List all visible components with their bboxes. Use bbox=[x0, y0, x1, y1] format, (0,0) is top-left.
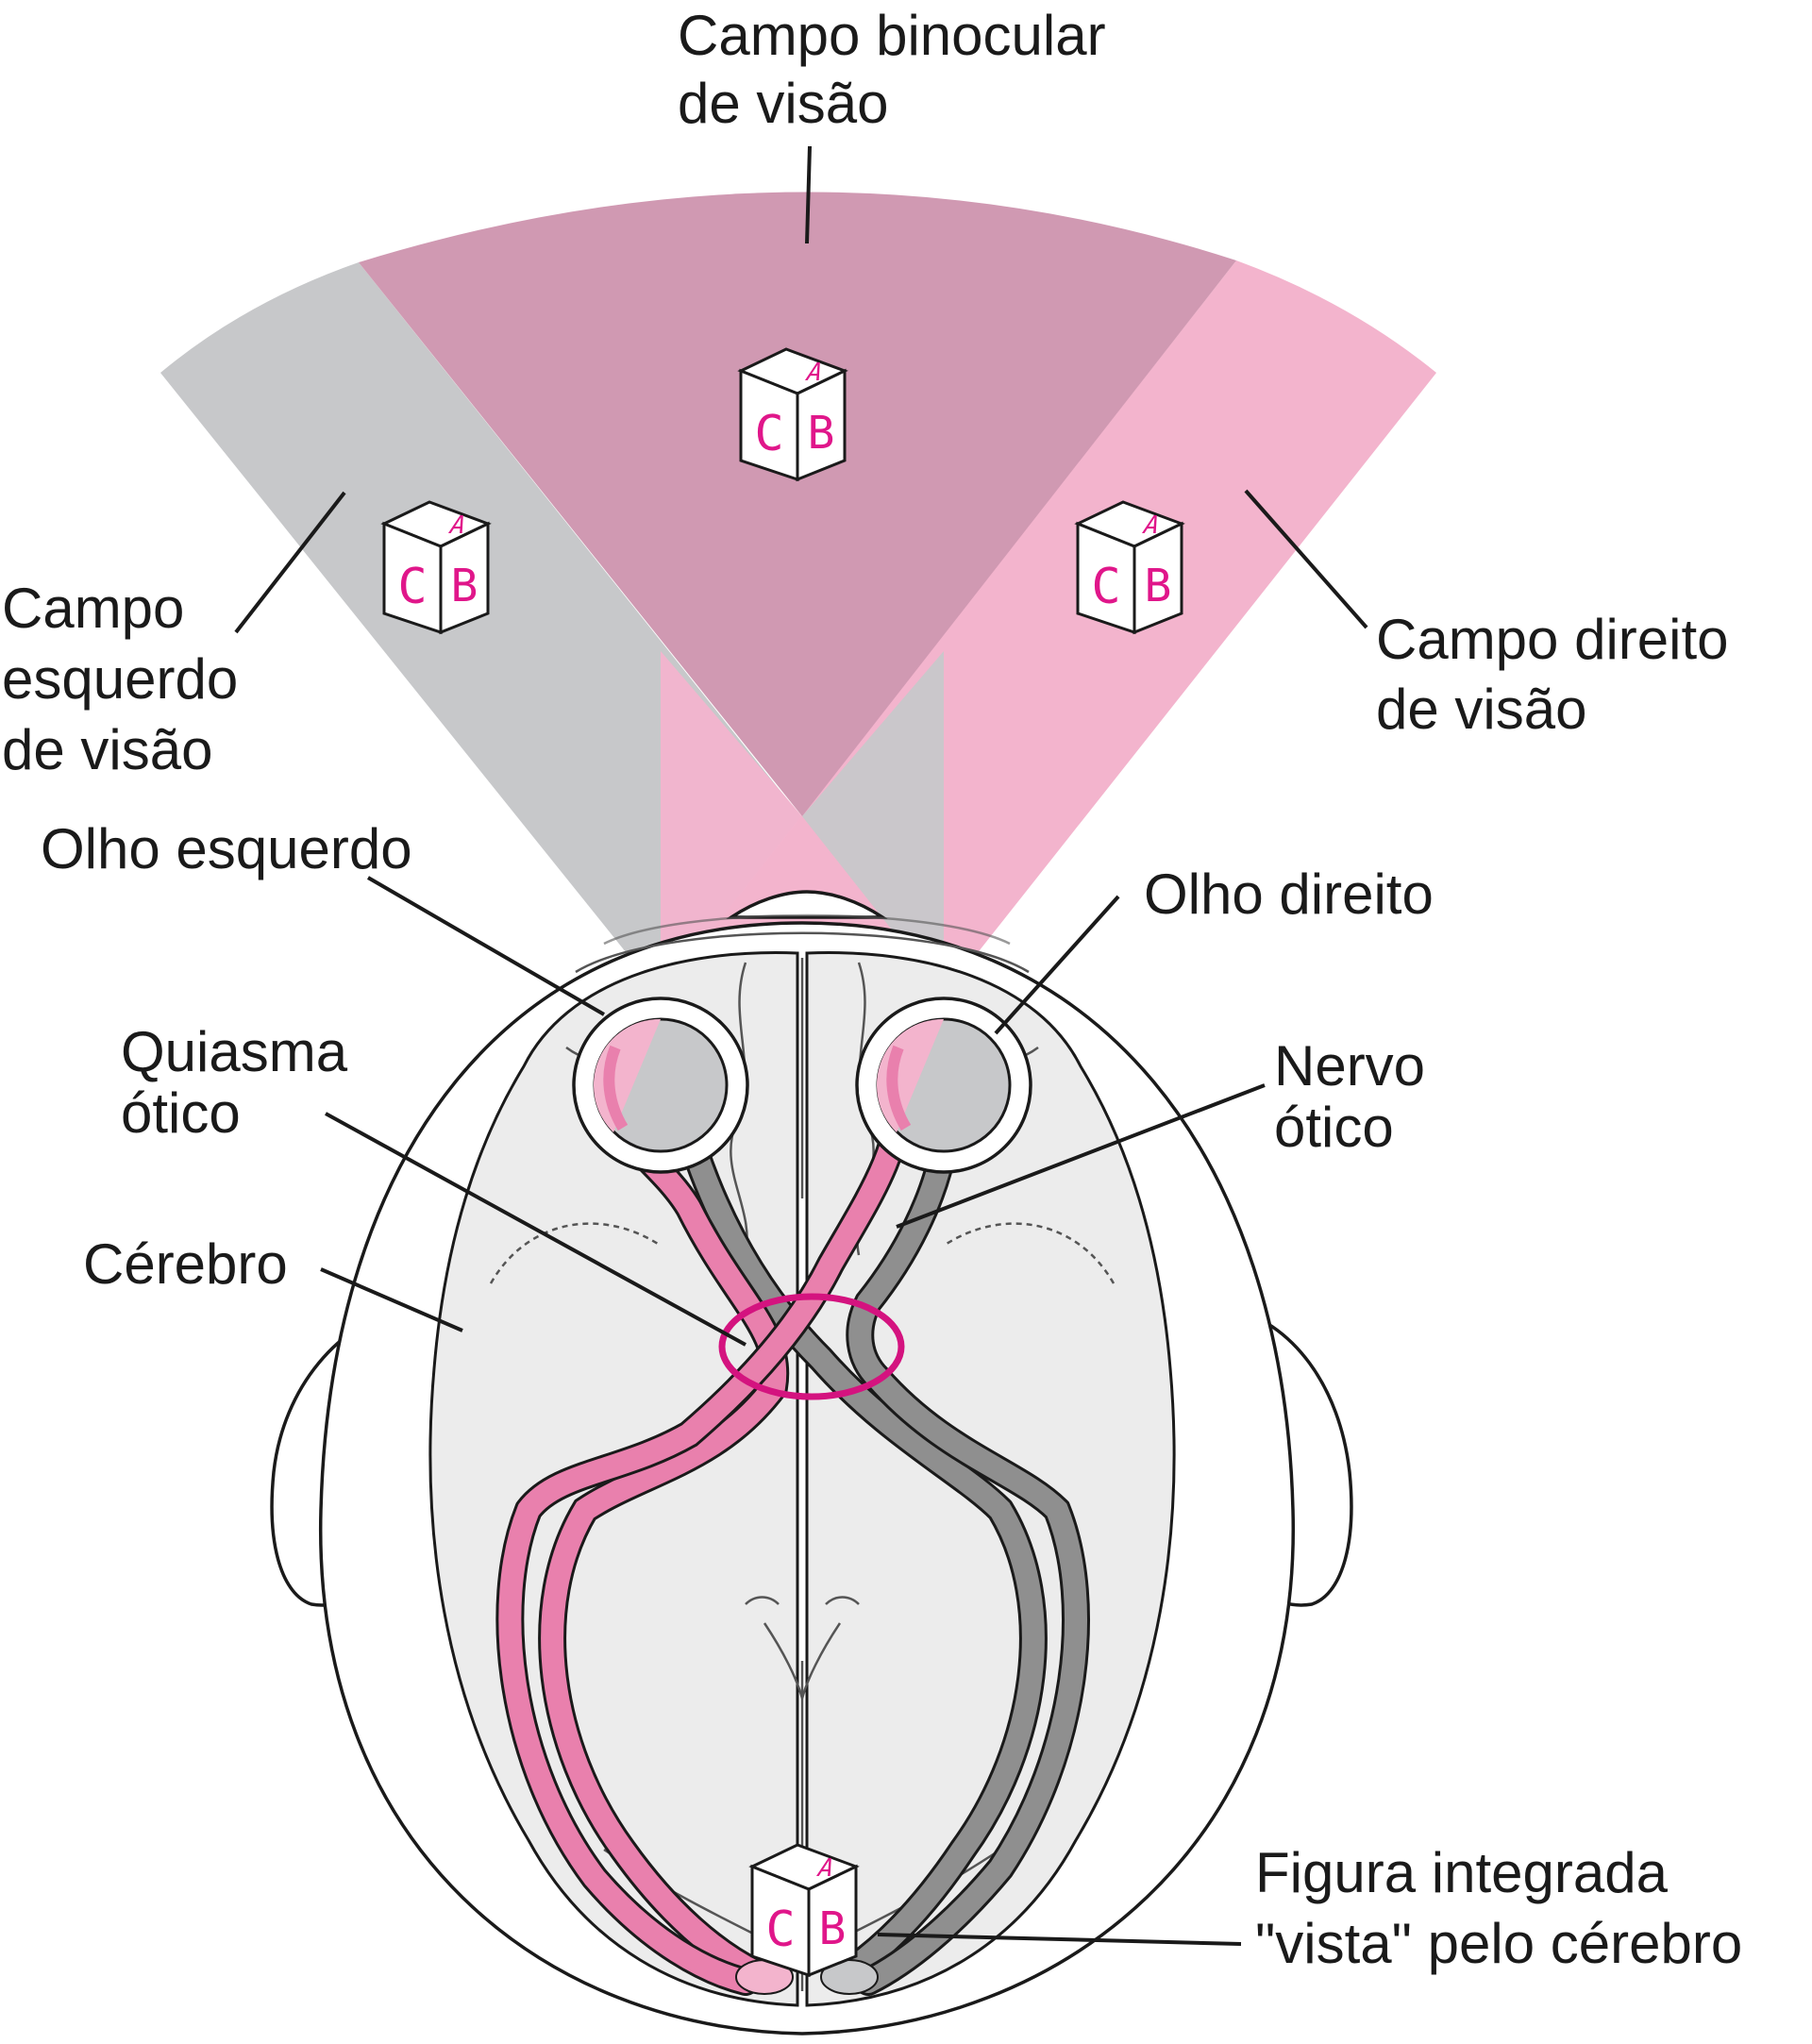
label-integrated-line1: Figura integrada bbox=[1255, 1841, 1669, 1904]
label-right-eye: Olho direito bbox=[1144, 863, 1434, 926]
labels: Campo binocular de visão Campo esquerdo … bbox=[2, 4, 1742, 1975]
cube-letter-left: C bbox=[765, 1902, 795, 1958]
label-nerve-line2: ótico bbox=[1274, 1096, 1394, 1159]
right-eye bbox=[855, 997, 1032, 1174]
label-left-field-line1: Campo bbox=[2, 577, 184, 640]
cube-letter-right: B bbox=[808, 407, 835, 460]
label-binocular-line1: Campo binocular bbox=[678, 4, 1106, 67]
visual-fields bbox=[160, 192, 1436, 996]
right-eye-inner-beam bbox=[802, 651, 944, 996]
label-chiasm-line2: ótico bbox=[121, 1081, 241, 1145]
label-left-field-line3: de visão bbox=[2, 718, 212, 781]
label-binocular-line2: de visão bbox=[678, 72, 888, 135]
cube-letter-right: B bbox=[1145, 560, 1172, 612]
label-right-field-line2: de visão bbox=[1376, 678, 1586, 741]
eyes bbox=[572, 997, 1032, 1174]
cube-letter-right: B bbox=[451, 560, 478, 612]
label-nerve-line1: Nervo bbox=[1274, 1034, 1425, 1097]
cube-integrated: A C B bbox=[750, 1843, 858, 1977]
label-chiasm-line1: Quiasma bbox=[121, 1020, 348, 1083]
label-integrated-line2: "vista" pelo cérebro bbox=[1255, 1912, 1742, 1975]
left-eye bbox=[572, 997, 749, 1174]
nose bbox=[726, 890, 888, 919]
label-left-eye: Olho esquerdo bbox=[41, 817, 412, 880]
cube-letter-left: C bbox=[1091, 559, 1120, 615]
cube-right-field: A C B bbox=[1076, 500, 1183, 634]
cube-letter-left: C bbox=[754, 406, 783, 462]
cube-letter-left: C bbox=[397, 559, 427, 615]
label-right-field-line1: Campo direito bbox=[1376, 608, 1729, 671]
cube-binocular: A C B bbox=[739, 347, 847, 481]
cube-left-field: A C B bbox=[382, 500, 490, 634]
label-brain: Cérebro bbox=[83, 1232, 288, 1296]
binocular-visual-field bbox=[359, 192, 1236, 817]
leader-lines bbox=[234, 145, 1368, 1946]
optic-pathways bbox=[495, 1071, 1090, 1996]
label-left-field-line2: esquerdo bbox=[2, 647, 238, 711]
optic-chiasm-ring bbox=[718, 1293, 905, 1400]
left-eye-inner-beam bbox=[661, 651, 802, 996]
cube-letter-right: B bbox=[819, 1902, 847, 1955]
